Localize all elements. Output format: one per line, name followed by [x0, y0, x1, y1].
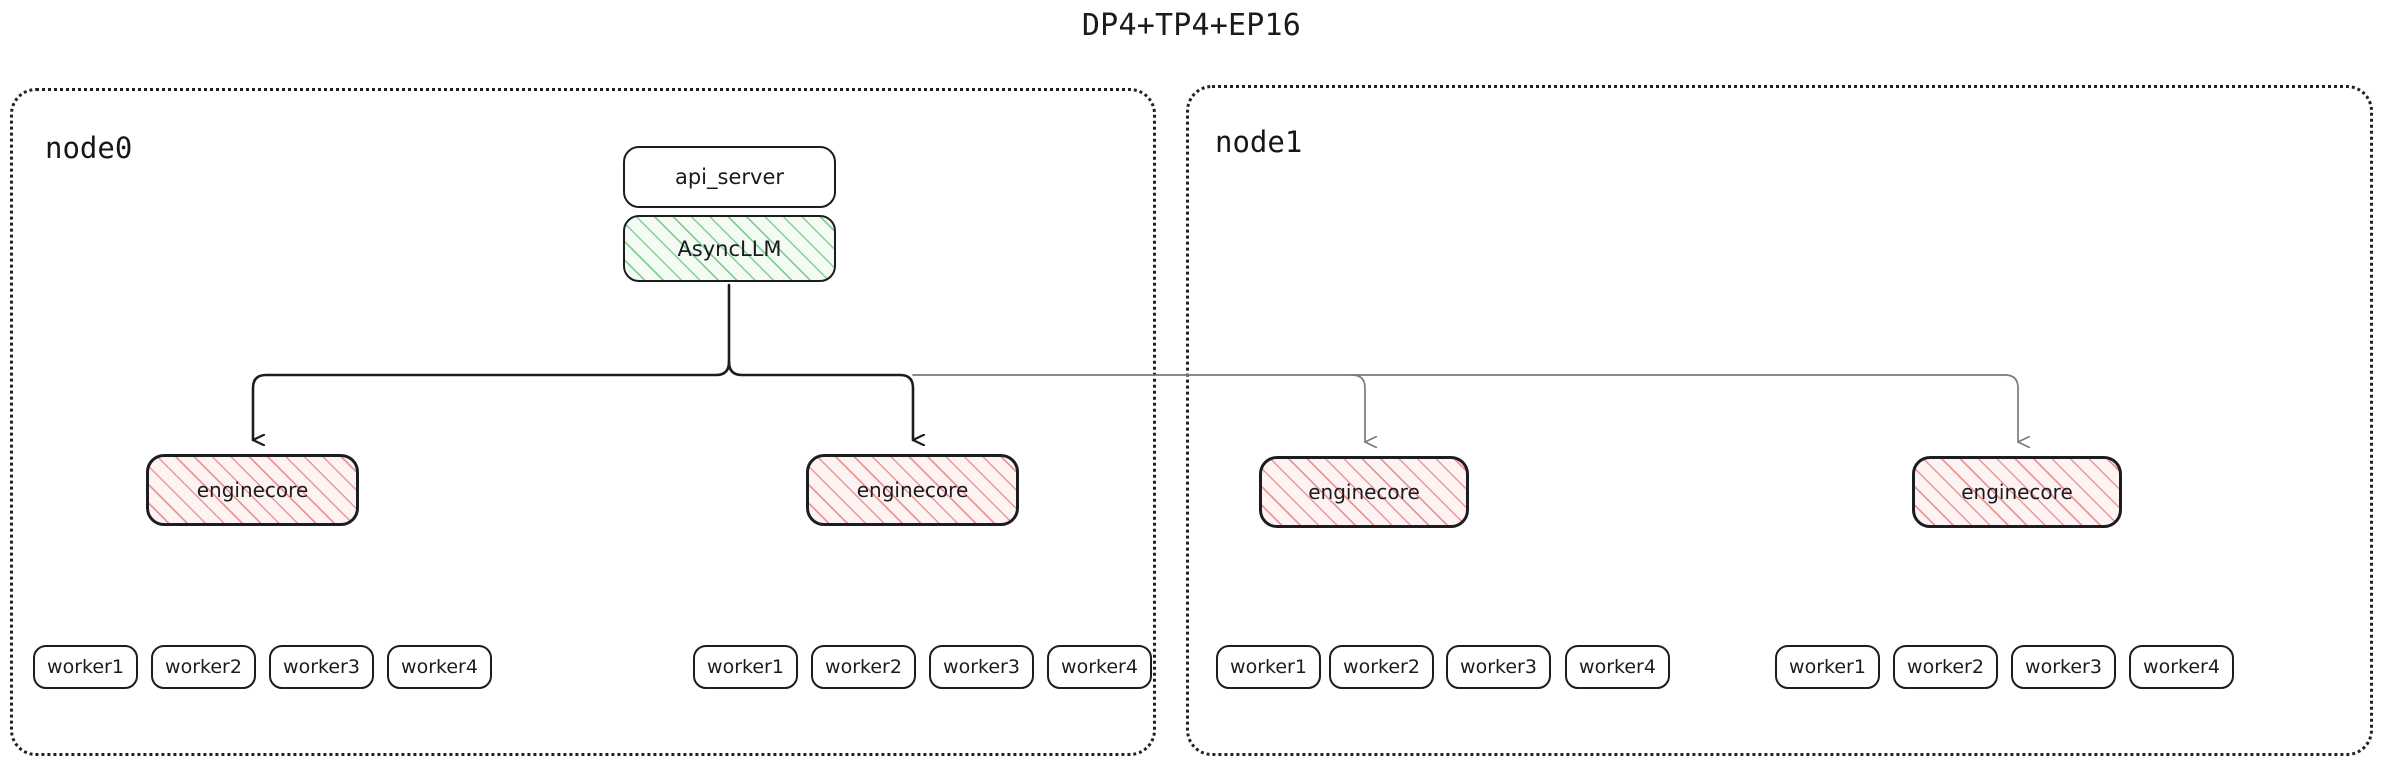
- worker-box-node0-0-0[interactable]: worker1: [33, 645, 138, 689]
- worker-box-node0-0-3[interactable]: worker4: [387, 645, 492, 689]
- worker-box-node0-1-3[interactable]: worker4: [1047, 645, 1152, 689]
- worker-box-node0-1-0[interactable]: worker1: [693, 645, 798, 689]
- worker-box-node1-1-3[interactable]: worker4: [2129, 645, 2234, 689]
- worker-label: worker3: [283, 656, 360, 678]
- worker-label: worker4: [1579, 656, 1656, 678]
- worker-label: worker4: [1061, 656, 1138, 678]
- worker-label: worker3: [1460, 656, 1537, 678]
- enginecore-box-node1-0[interactable]: enginecore: [1259, 456, 1469, 528]
- worker-box-node1-0-0[interactable]: worker1: [1216, 645, 1321, 689]
- async-llm-box[interactable]: AsyncLLM: [623, 215, 836, 282]
- worker-box-node1-1-0[interactable]: worker1: [1775, 645, 1880, 689]
- enginecore-label: enginecore: [196, 478, 309, 502]
- api-server-box[interactable]: api_server: [623, 146, 836, 208]
- enginecore-box-node1-1[interactable]: enginecore: [1912, 456, 2122, 528]
- worker-box-node0-1-1[interactable]: worker2: [811, 645, 916, 689]
- worker-label: worker2: [165, 656, 242, 678]
- worker-box-node0-0-2[interactable]: worker3: [269, 645, 374, 689]
- worker-box-node1-0-2[interactable]: worker3: [1446, 645, 1551, 689]
- async-llm-label: AsyncLLM: [677, 236, 782, 261]
- worker-label: worker3: [2025, 656, 2102, 678]
- worker-label: worker2: [1343, 656, 1420, 678]
- worker-label: worker2: [1907, 656, 1984, 678]
- enginecore-label: enginecore: [856, 478, 969, 502]
- enginecore-box-node0-0[interactable]: enginecore: [146, 454, 359, 526]
- worker-box-node1-1-1[interactable]: worker2: [1893, 645, 1998, 689]
- worker-box-node1-1-2[interactable]: worker3: [2011, 645, 2116, 689]
- worker-box-node0-0-1[interactable]: worker2: [151, 645, 256, 689]
- api-server-label: api_server: [674, 165, 784, 189]
- worker-box-node0-1-2[interactable]: worker3: [929, 645, 1034, 689]
- enginecore-label: enginecore: [1308, 480, 1420, 504]
- worker-label: worker4: [401, 656, 478, 678]
- worker-box-node1-0-1[interactable]: worker2: [1329, 645, 1434, 689]
- worker-label: worker1: [47, 656, 124, 678]
- page-title: DP4+TP4+EP16: [1081, 8, 1302, 43]
- worker-label: worker1: [1230, 656, 1307, 678]
- worker-label: worker4: [2143, 656, 2220, 678]
- enginecore-box-node0-1[interactable]: enginecore: [806, 454, 1019, 526]
- worker-box-node1-0-3[interactable]: worker4: [1565, 645, 1670, 689]
- node-label-node0: node0: [45, 131, 133, 165]
- worker-label: worker2: [825, 656, 902, 678]
- worker-label: worker3: [943, 656, 1020, 678]
- node-label-node1: node1: [1215, 125, 1303, 159]
- worker-label: worker1: [1789, 656, 1866, 678]
- enginecore-label: enginecore: [1961, 480, 2073, 504]
- worker-label: worker1: [707, 656, 784, 678]
